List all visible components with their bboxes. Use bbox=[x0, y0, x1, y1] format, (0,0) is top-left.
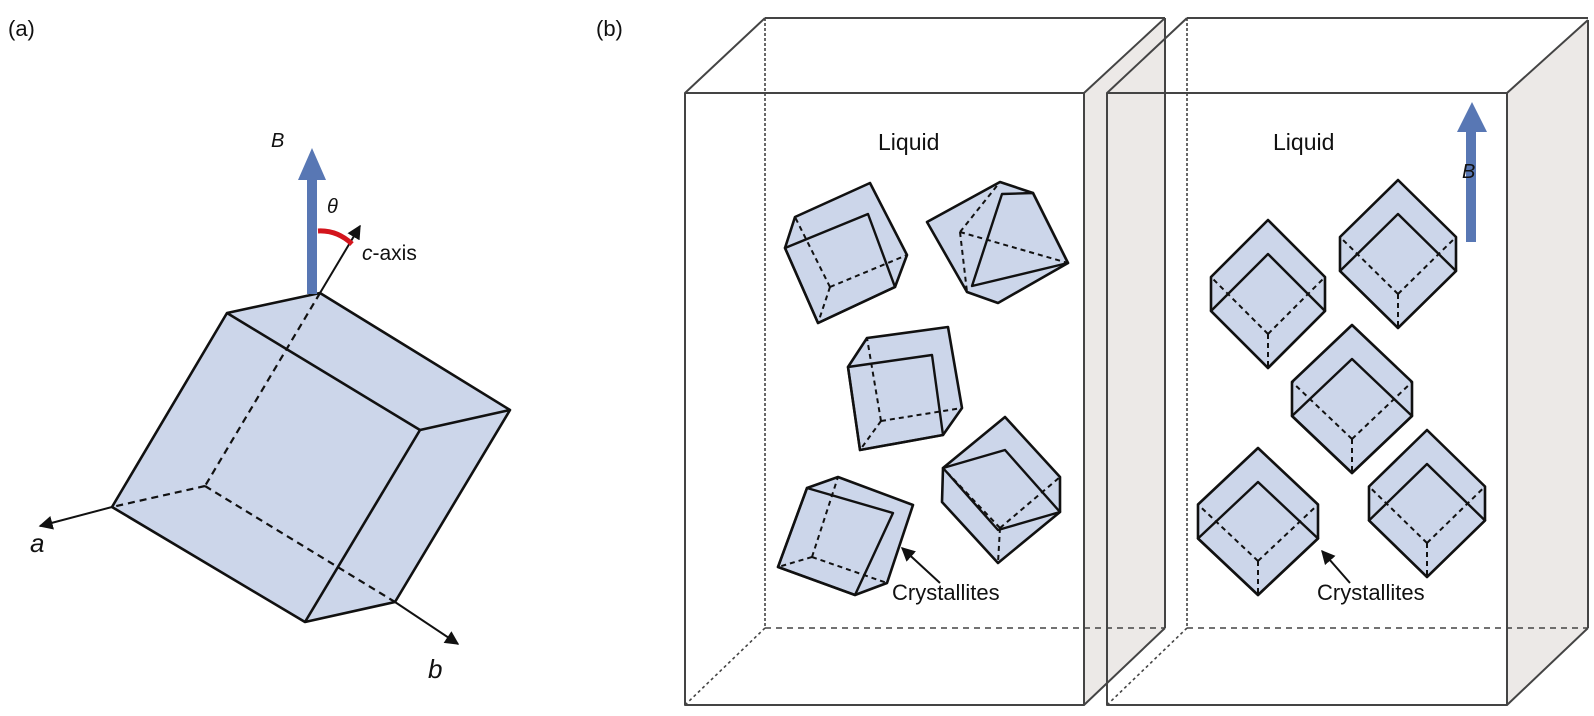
crystallite-2 bbox=[925, 180, 1070, 305]
crystallite-1 bbox=[783, 181, 909, 325]
crystal-body bbox=[1211, 220, 1325, 368]
container-with-field: Liquid B Crystallites bbox=[1106, 17, 1589, 706]
liquid-label-1: Liquid bbox=[878, 129, 939, 155]
a-axis-arrow bbox=[38, 506, 113, 530]
crystal-front-face bbox=[846, 353, 945, 452]
magnetic-field-arrow-a bbox=[298, 148, 326, 294]
crystal-body bbox=[1292, 325, 1412, 473]
b-axis-label: b bbox=[428, 654, 442, 684]
container-1-side-face bbox=[1084, 20, 1165, 705]
crystal-hidden-edge bbox=[1426, 485, 1486, 544]
crystal-hidden-edge bbox=[1397, 236, 1457, 295]
crystal-hidden-edge bbox=[817, 286, 831, 324]
crystal-hidden-edge bbox=[811, 556, 888, 584]
crystallite-8 bbox=[1290, 323, 1414, 475]
crystal-hidden-edge bbox=[777, 556, 813, 568]
angle-arc bbox=[317, 228, 354, 246]
container-2-edges bbox=[1106, 17, 1589, 706]
c-axis-label: c-axis bbox=[362, 242, 417, 265]
panel-a-label: (a) bbox=[8, 16, 35, 41]
crystal-front-face bbox=[941, 448, 1062, 532]
container-no-field: Liquid Crystallites bbox=[684, 17, 1166, 706]
crystallite-6 bbox=[1209, 218, 1327, 370]
crystal-hidden-edge bbox=[997, 527, 1001, 564]
crystal-hidden-edge bbox=[829, 254, 908, 288]
crystal-body bbox=[778, 477, 913, 595]
c-axis-arrow bbox=[319, 224, 361, 294]
b-axis-arrow bbox=[394, 601, 460, 645]
crystal-a-edges bbox=[110, 291, 512, 624]
crystallite-5 bbox=[776, 475, 915, 597]
liquid-label-2: Liquid bbox=[1273, 129, 1334, 155]
crystallite-7 bbox=[1338, 178, 1458, 330]
container-1-edges bbox=[684, 17, 1166, 706]
crystal-hidden-edge bbox=[1197, 503, 1259, 562]
a-axis-label: a bbox=[30, 528, 44, 558]
crystal-a bbox=[110, 291, 512, 624]
angle-label: θ bbox=[327, 196, 338, 218]
crystal-hidden-edge bbox=[1368, 485, 1428, 544]
crystal-hidden-edge bbox=[959, 181, 1001, 233]
crystal-a-silhouette bbox=[112, 293, 510, 622]
crystal-body bbox=[1198, 448, 1318, 595]
field-label-a: B bbox=[271, 130, 284, 152]
magnetic-field-arrow-b bbox=[1457, 102, 1487, 242]
crystal-front-face bbox=[970, 191, 1070, 288]
panel-b: (b) Liquid Crystallites bbox=[596, 16, 1589, 706]
panel-b-label: (b) bbox=[596, 16, 623, 41]
crystal-body bbox=[785, 183, 907, 323]
crystal-hidden-edge bbox=[1351, 381, 1413, 440]
crystal-front-face bbox=[1338, 212, 1458, 330]
crystal-front-face bbox=[1209, 252, 1327, 370]
container-2-side-face bbox=[1507, 20, 1588, 705]
random-crystallites bbox=[776, 180, 1070, 597]
panel-a: (a) a b bbox=[8, 16, 512, 684]
aligned-crystallites bbox=[1196, 178, 1487, 597]
crystal-hidden-edge bbox=[959, 231, 968, 293]
crystal-front-face bbox=[783, 212, 897, 325]
crystal-hidden-edge bbox=[942, 467, 1001, 529]
crystal-front-face bbox=[1290, 357, 1414, 475]
crystal-hidden-edge bbox=[1210, 276, 1269, 335]
crystal-hidden-edge bbox=[1291, 381, 1353, 440]
crystal-hidden-edge bbox=[794, 216, 831, 288]
crystal-front-face bbox=[776, 486, 895, 597]
crystal-a-hidden-edges bbox=[111, 292, 396, 603]
container-2-hidden-edges bbox=[1106, 18, 1588, 706]
crystallites-pointer-1 bbox=[900, 547, 941, 584]
crystal-hidden-edge bbox=[959, 231, 1069, 264]
crystal-hidden-edge bbox=[859, 420, 882, 451]
crystal-hidden-edge bbox=[1257, 503, 1319, 562]
crystal-hidden-edge bbox=[999, 476, 1061, 529]
crystal-front-face bbox=[1196, 480, 1320, 597]
crystal-front-face bbox=[1367, 462, 1487, 579]
crystallites-pointer-2 bbox=[1321, 549, 1351, 584]
c-axis-label-suffix: -axis bbox=[373, 242, 417, 265]
crystal-body bbox=[1369, 430, 1485, 577]
crystallite-10 bbox=[1367, 428, 1487, 579]
crystal-hidden-edge bbox=[880, 407, 963, 422]
crystal-hidden-edge bbox=[1267, 276, 1326, 335]
c-axis-label-prefix: c bbox=[362, 242, 373, 265]
crystallite-3 bbox=[846, 325, 964, 452]
crystallites-label-1: Crystallites bbox=[892, 580, 1000, 605]
crystal-hidden-edge bbox=[1339, 236, 1399, 295]
crystallite-9 bbox=[1196, 446, 1320, 597]
field-label-b: B bbox=[1462, 161, 1475, 183]
crystallites-label-2: Crystallites bbox=[1317, 580, 1425, 605]
crystal-body bbox=[942, 417, 1060, 563]
crystallite-4 bbox=[940, 415, 1062, 565]
crystal-body bbox=[1340, 180, 1456, 328]
container-1-hidden-edges bbox=[684, 18, 1165, 706]
